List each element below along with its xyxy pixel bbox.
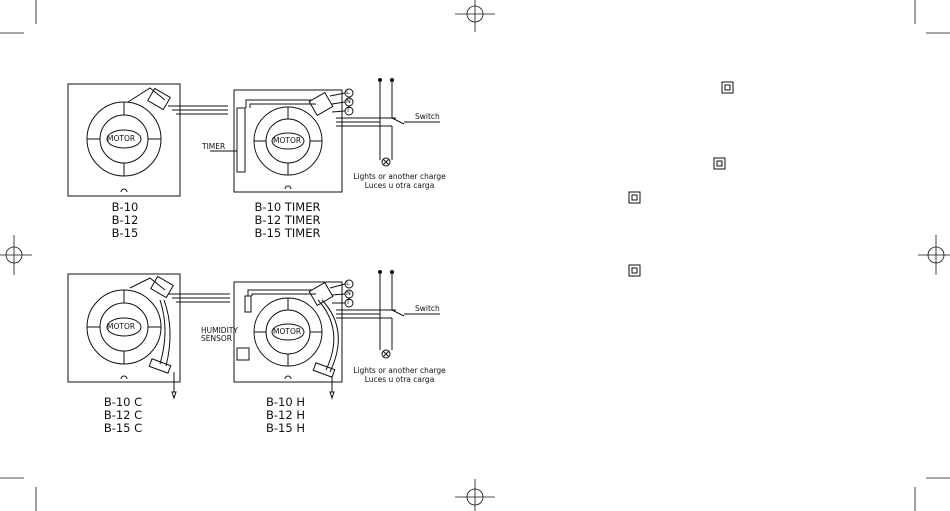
motor-label: MOTOR [273,137,301,145]
sensor-label-line: SENSOR [201,335,238,343]
model-name: B-15 [90,227,160,240]
motor-label: MOTOR [107,135,135,143]
terminal-n: N [346,290,351,297]
load-caption: Lights or another charge Luces u otra ca… [352,172,447,190]
double-insulation-symbols [629,82,733,276]
load-caption-es: Luces u otra carga [352,181,447,190]
motor-label: MOTOR [107,323,135,331]
registration-mark-bottom [455,479,495,511]
model-name: B-15 TIMER [240,227,335,240]
model-name: B-15 H [248,422,323,435]
model-name: B-15 C [88,422,158,435]
load-caption-en: Lights or another charge [352,172,447,181]
load-caption-en: Lights or another charge [352,366,447,375]
terminal-t: T [346,107,350,114]
motor-label: MOTOR [273,328,301,336]
terminal-t: T [346,299,350,306]
registration-mark-top [455,0,495,32]
fan-top-left [68,84,228,196]
terminal-l: L [346,280,350,287]
registration-mark-right [918,235,950,275]
switch-label: Switch [415,305,440,313]
switch-label: Switch [415,113,440,121]
model-list-bottom-left: B-10 C B-12 C B-15 C [88,396,158,435]
model-list-top-left: B-10 B-12 B-15 [90,201,160,240]
registration-mark-left [0,235,32,275]
model-list-bottom-right: B-10 H B-12 H B-15 H [248,396,323,435]
terminal-n: N [346,98,351,105]
humidity-sensor-label: HUMIDITY SENSOR [201,327,238,343]
model-list-top-right: B-10 TIMER B-12 TIMER B-15 TIMER [240,201,335,240]
load-caption-es: Luces u otra carga [352,375,447,384]
load-caption: Lights or another charge Luces u otra ca… [352,366,447,384]
timer-label: TIMER [202,143,225,151]
terminal-l: L [346,89,350,96]
